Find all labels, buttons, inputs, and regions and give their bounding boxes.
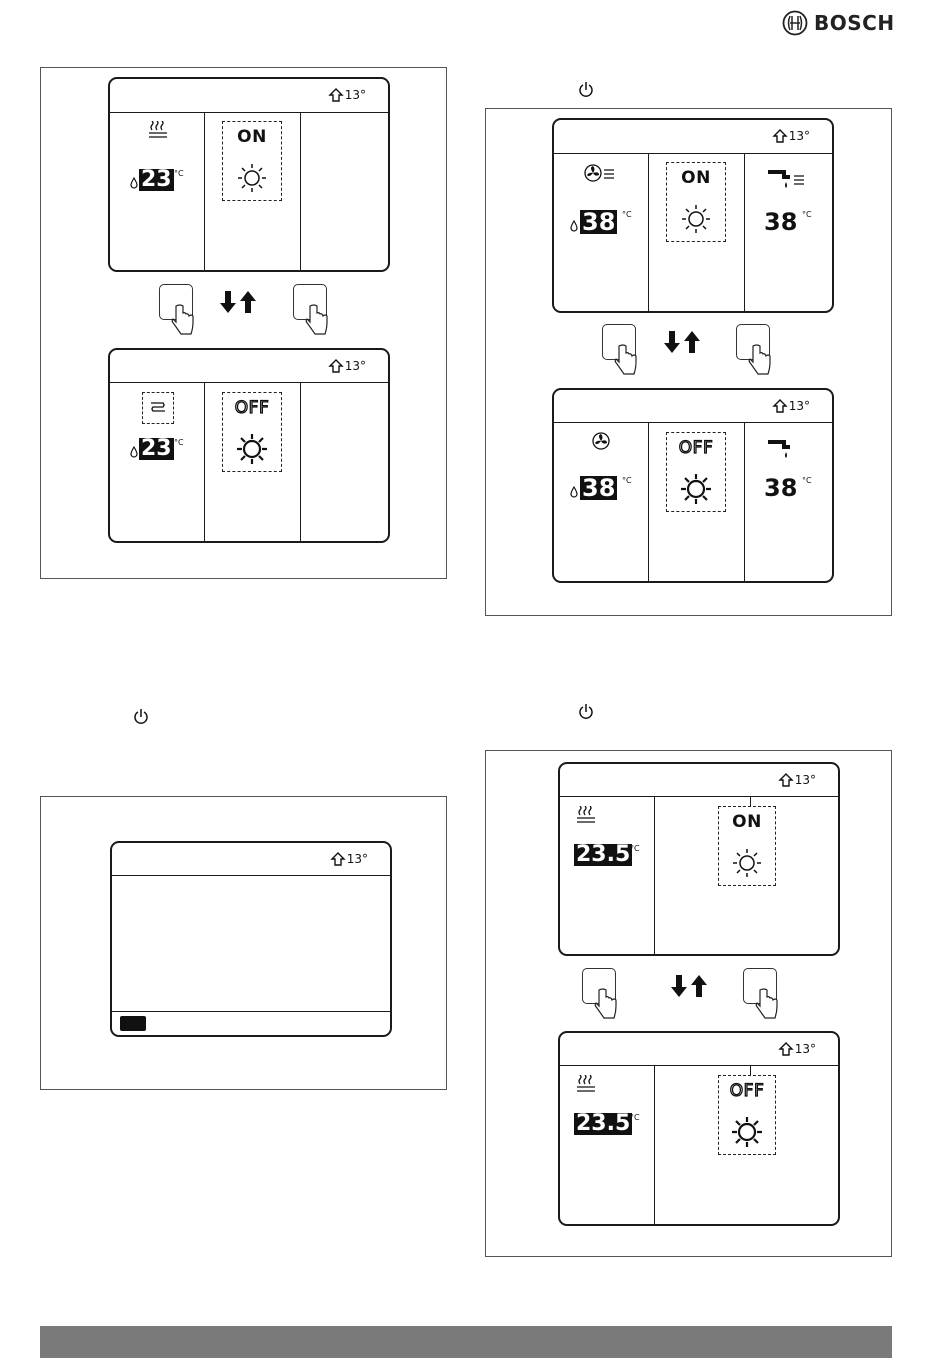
panel-b-bottom-temp-right: 38 (764, 476, 797, 500)
bosch-logo: BOSCH (782, 10, 895, 36)
arrows-down-up (220, 291, 256, 313)
brand-name: BOSCH (814, 11, 895, 35)
arrow-up-icon (691, 975, 707, 997)
finger-press-icon (614, 344, 638, 378)
outdoor-temp: 13° (328, 87, 366, 103)
water-drop-icon (570, 486, 578, 498)
panel-b-top-temp-left: 38 (580, 210, 617, 234)
water-drop-icon (130, 177, 138, 189)
finger-press-icon (755, 988, 779, 1022)
sun-icon (236, 162, 268, 194)
outdoor-temp: 13° (772, 128, 810, 144)
finger-press-icon (305, 304, 329, 338)
footer-bar (40, 1326, 892, 1358)
panel-b-lcd-bottom: 13° 38 °C OFF 38 °C (552, 388, 834, 583)
home-outline-icon (328, 358, 344, 374)
sun-icon (236, 433, 268, 465)
power-icon (578, 81, 594, 99)
panel-b-bottom-temp-left: 38 (580, 476, 617, 500)
water-drop-icon (130, 446, 138, 458)
panel-d-bottom-temp: 23.5 (574, 1113, 632, 1135)
home-outline-icon (772, 128, 788, 144)
sun-icon (680, 473, 712, 505)
outdoor-temp: 13° (778, 1041, 816, 1057)
panel-a-lcd-bottom: 13° 23 °C OFF (108, 348, 390, 543)
home-outline-icon (778, 772, 794, 788)
status-off: OFF (223, 398, 281, 418)
panel-d-top-status-box[interactable]: ON (718, 806, 776, 886)
power-icon (578, 703, 594, 721)
sun-icon (680, 203, 712, 235)
heating-icon (576, 1075, 596, 1093)
panel-b-top-temp-right: 38 (764, 210, 797, 234)
finger-press-icon (594, 988, 618, 1022)
panel-d-lcd-bottom: 13° 23.5 °C OFF (558, 1031, 840, 1226)
panel-b-top-status-box[interactable]: ON (666, 162, 726, 242)
tap-icon (766, 162, 806, 190)
softkey-block[interactable] (120, 1016, 146, 1031)
status-on: ON (719, 812, 775, 832)
sun-icon (731, 847, 763, 879)
arrow-down-icon (671, 975, 687, 997)
arrow-down-icon (220, 291, 236, 313)
status-off: OFF (667, 438, 725, 458)
panel-a-lcd-top: 13° 23 °C ON (108, 77, 390, 272)
panel-a-top-temp: 23 (139, 169, 174, 191)
arrow-down-icon (664, 331, 680, 353)
panel-d-top-temp: 23.5 (574, 844, 632, 866)
home-outline-icon (330, 851, 346, 867)
fan-icon (584, 164, 616, 182)
arrows-down-up (671, 975, 707, 997)
outdoor-temp: 13° (328, 358, 366, 374)
status-on: ON (667, 168, 725, 188)
tap-icon (766, 432, 792, 460)
panel-d-lcd-top: 13° 23.5 °C ON (558, 762, 840, 956)
heating-icon (148, 121, 168, 139)
fan-icon (592, 432, 610, 450)
panel-a-bottom-status-box[interactable]: OFF (222, 392, 282, 472)
panel-c-lcd: 13° (110, 841, 392, 1037)
finger-press-icon (748, 344, 772, 378)
outdoor-temp: 13° (330, 851, 368, 867)
status-off: OFF (719, 1081, 775, 1101)
arrows-down-up (664, 331, 700, 353)
home-outline-icon (778, 1041, 794, 1057)
panel-b-bottom-status-box[interactable]: OFF (666, 432, 726, 512)
bosch-logo-icon (782, 10, 808, 36)
status-on: ON (223, 127, 281, 147)
finger-press-icon (171, 304, 195, 338)
water-drop-icon (570, 220, 578, 232)
power-icon (133, 708, 149, 726)
panel-d-bottom-status-box[interactable]: OFF (718, 1075, 776, 1155)
arrow-up-icon (240, 291, 256, 313)
heating-off-box[interactable] (142, 392, 174, 424)
home-outline-icon (772, 398, 788, 414)
outdoor-temp: 13° (772, 398, 810, 414)
heating-icon (149, 401, 167, 415)
panel-a-bottom-temp: 23 (139, 438, 174, 460)
panel-b-lcd-top: 13° 38 °C ON 38 °C (552, 118, 834, 313)
panel-a-top-status-box[interactable]: ON (222, 121, 282, 201)
home-outline-icon (328, 87, 344, 103)
heating-icon (576, 806, 596, 824)
outdoor-temp: 13° (778, 772, 816, 788)
arrow-up-icon (684, 331, 700, 353)
sun-icon (731, 1116, 763, 1148)
